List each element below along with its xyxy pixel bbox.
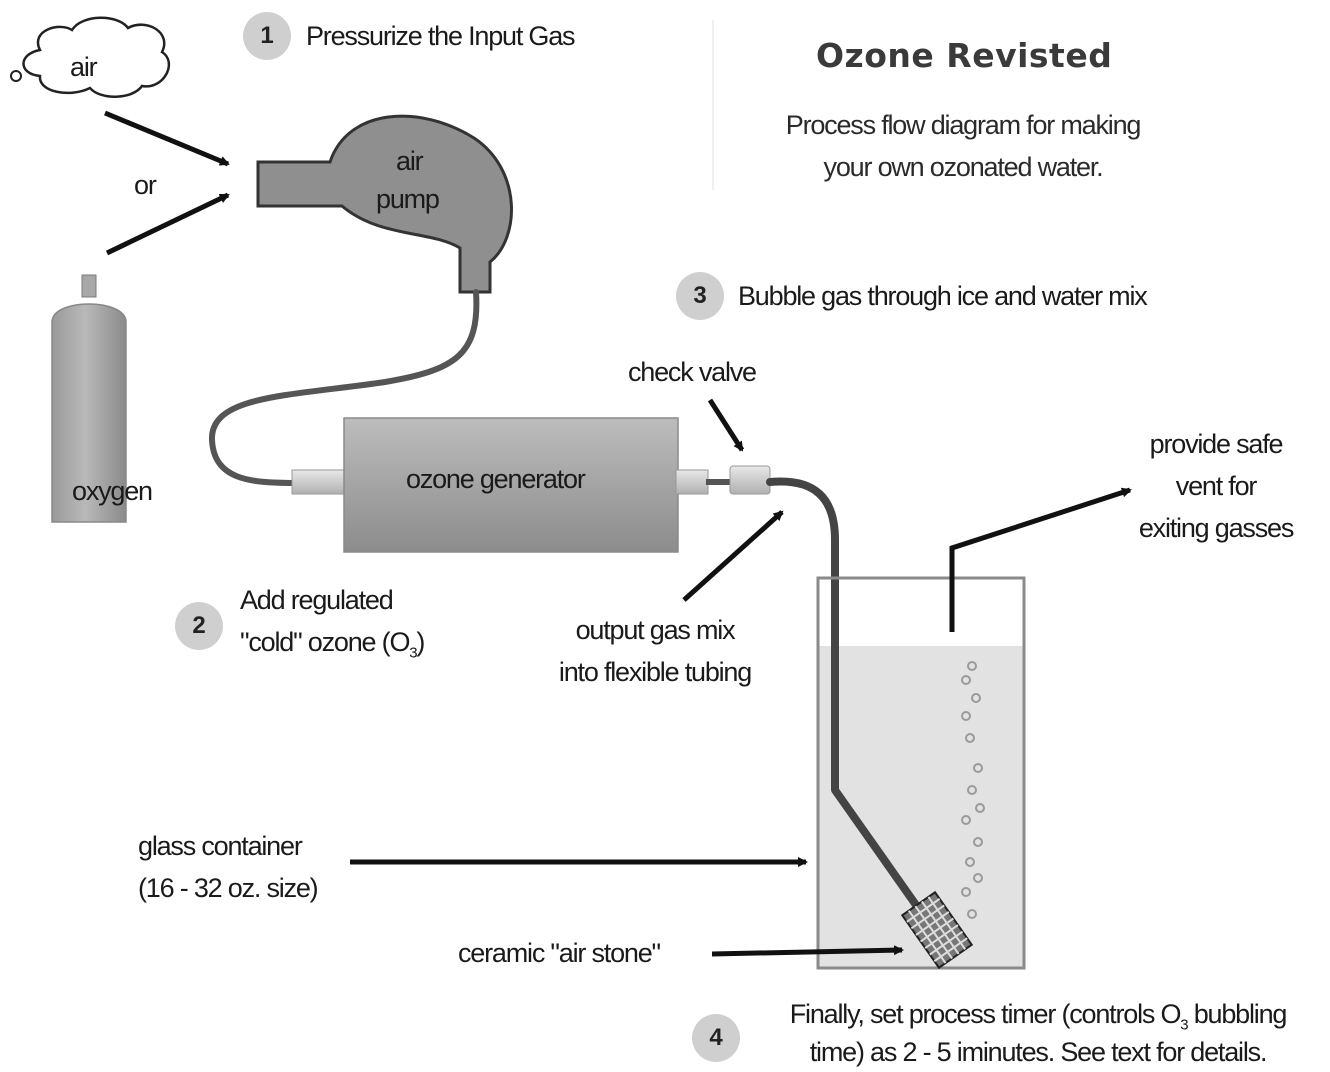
output-gas-arrow [682,510,784,602]
vent-label-line-1: provide safe [1149,429,1284,459]
step-3-label: Bubble gas through ice and water mix [738,281,1148,311]
air-stone-icon [900,890,974,970]
step-3-badge: 3 [676,272,724,320]
generator-inlet-fitting [291,469,347,495]
container-label-line-2: (16 - 32 oz. size) [138,873,319,903]
air-cloud-icon [22,16,171,98]
step-2-line-2: "cold" ozone (O3) [240,627,425,662]
step-1-badge: 1 [243,12,291,60]
step-4-badge: 4 [692,1014,740,1062]
vent-label-line-2: vent for [1175,471,1258,501]
generator-outlet-fitting [675,469,709,495]
check-valve-icon [729,465,771,495]
pump-label-line-1: air [396,146,424,176]
oxygen-cylinder-icon [51,303,127,523]
step-1-label: Pressurize the Input Gas [306,21,576,51]
glass-container-icon [816,576,1026,970]
output-gas-label-line-2: into flexible tubing [558,657,752,687]
oxygen-valve [81,274,97,298]
subtitle-line-2: your own ozonated water. [823,152,1104,182]
pump-label-line-2: pump [376,184,440,214]
air-label: air [70,52,98,82]
diagram-title: Ozone Revisted [816,36,1113,75]
bubbles [961,661,985,919]
ozone-generator-icon [343,417,679,553]
step-2-line-1: Add regulated [240,585,394,615]
pump-tubing [208,289,480,486]
output-gas-label-line-1: output gas mix [575,615,736,645]
air-pump-icon [256,114,513,294]
air-stone-arrow [711,945,904,957]
subtitle-line-1: Process flow diagram for making [785,110,1142,140]
or-label: or [134,170,157,200]
check-valve-arrow [707,398,745,452]
air-stone-label: ceramic "air stone" [458,938,661,968]
cloud-bubble-icon [10,70,22,82]
air-arrow [104,110,230,167]
generator-label: ozone generator [406,464,586,494]
check-valve-label: check valve [628,357,757,387]
vent-label-line-3: exiting gasses [1138,513,1294,543]
diagram-subtitle: Process flow diagram for making your own… [740,104,1186,188]
step-2-badge: 2 [175,602,223,650]
container-label-line-1: glass container [138,831,303,861]
step-4-line-2: time) as 2 - 5 iminutes. See text for de… [809,1037,1268,1067]
submerged-tubing [831,646,939,935]
step-4-line-1: Finally, set process timer (controls O3 … [789,999,1288,1034]
output-tubing [766,477,944,942]
oxygen-label: oxygen [72,476,153,506]
vent-pipe [949,487,1132,632]
oxygen-arrow [105,192,230,256]
